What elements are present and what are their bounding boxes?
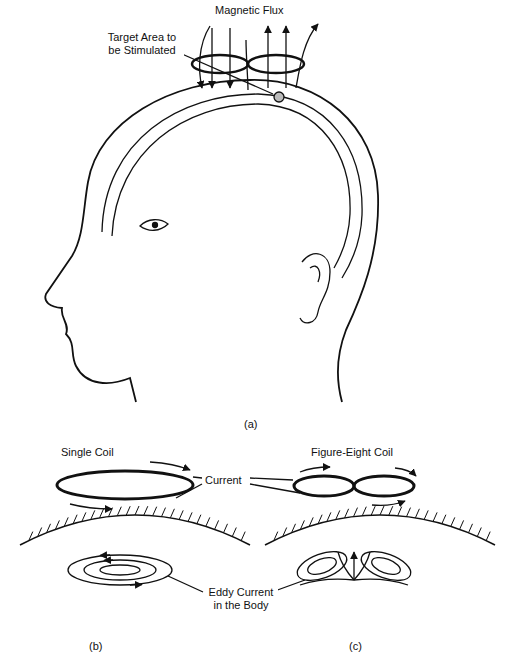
brain-contour: [112, 104, 350, 268]
hatch-stroke: [486, 532, 490, 541]
hatch-stroke: [292, 524, 296, 533]
hatch-stroke: [380, 506, 384, 515]
figure-label: (c): [348, 640, 363, 653]
hatch-stroke: [73, 515, 77, 524]
coil-label: Single Coil: [60, 446, 115, 459]
hatch-stroke: [283, 528, 287, 537]
hatch-stroke: [451, 517, 455, 526]
hatch-stroke: [433, 512, 437, 521]
hatch-stroke: [232, 528, 236, 537]
hatch-stroke: [407, 508, 411, 517]
hatch-stroke: [362, 507, 366, 516]
hatch-stroke: [55, 520, 59, 529]
brain-contour: [102, 94, 362, 278]
figure-eight-coil: [354, 476, 414, 496]
hatch-stroke: [469, 524, 473, 533]
hatch-stroke: [327, 512, 331, 521]
head-outline: [250, 80, 378, 402]
hatch-stroke: [91, 510, 95, 519]
hatch-stroke: [415, 509, 419, 518]
hatch-stroke: [389, 506, 393, 515]
eddy-current: [68, 555, 172, 585]
figure-eight-coil: [248, 55, 304, 73]
figure-eight-coil: [294, 476, 354, 496]
hatch-stroke: [170, 509, 174, 518]
hatch-stroke: [300, 520, 304, 529]
hatch-stroke: [206, 517, 210, 526]
hatch-stroke: [318, 515, 322, 524]
eye: [140, 220, 168, 231]
hatch-stroke: [215, 520, 219, 529]
coil-label: Figure-Eight Coil: [310, 446, 394, 459]
flux-label: Magnetic Flux: [214, 4, 284, 17]
hatch-stroke: [47, 524, 51, 533]
hatch-stroke: [354, 508, 358, 517]
hatch-stroke: [82, 512, 86, 521]
hatch-stroke: [224, 524, 228, 533]
hatch-stroke: [64, 517, 68, 526]
hatch-stroke: [29, 532, 33, 541]
figure-label: (b): [88, 640, 103, 653]
hatch-stroke: [309, 517, 313, 526]
hatch-stroke: [179, 510, 183, 519]
hatch-stroke: [241, 532, 245, 541]
hatch-stroke: [109, 508, 113, 517]
hatch-stroke: [274, 532, 278, 541]
hatch-stroke: [162, 508, 166, 517]
hatch-stroke: [460, 520, 464, 529]
hatch-stroke: [477, 528, 481, 537]
hatch-stroke: [188, 512, 192, 521]
hatch-stroke: [38, 528, 42, 537]
hatch-stroke: [345, 509, 349, 518]
hatch-stroke: [144, 506, 148, 515]
body-surface: [20, 515, 250, 545]
figure-label: (a): [243, 418, 258, 431]
hatch-stroke: [336, 510, 340, 519]
single-coil: [57, 471, 193, 499]
hatch-stroke: [135, 506, 139, 515]
hatch-stroke: [117, 507, 121, 516]
hatch-stroke: [153, 507, 157, 516]
hatch-stroke: [424, 510, 428, 519]
target-area: [274, 92, 284, 102]
body-surface: [265, 515, 495, 545]
target-label: Target Area to be Stimulated: [100, 31, 184, 56]
hatch-stroke: [100, 509, 104, 518]
face-profile: [45, 80, 250, 402]
hatch-stroke: [442, 515, 446, 524]
current-label: Current: [204, 474, 243, 487]
hatch-stroke: [371, 506, 375, 515]
hatch-stroke: [126, 506, 130, 515]
hatch-stroke: [197, 515, 201, 524]
eddy-label: Eddy Current in the Body: [204, 586, 278, 611]
hatch-stroke: [398, 507, 402, 516]
ear: [300, 254, 330, 323]
